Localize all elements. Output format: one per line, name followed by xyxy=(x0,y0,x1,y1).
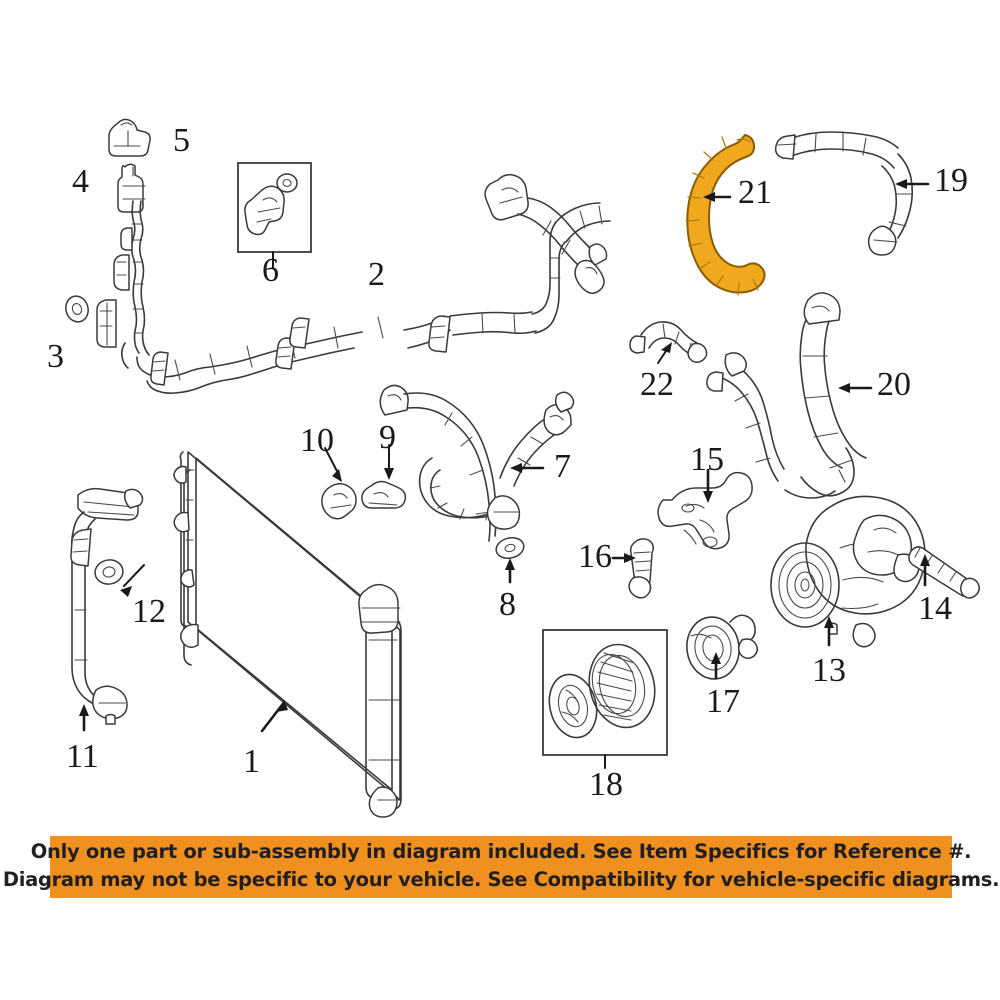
inset-box-6 xyxy=(237,162,312,269)
callout-label-3: 3 xyxy=(47,338,64,375)
inset-box-18 xyxy=(542,629,668,769)
part-16-bolt xyxy=(611,538,655,599)
part-10-clip xyxy=(321,447,357,520)
callout-label-9: 9 xyxy=(379,419,396,456)
part-5-valve xyxy=(108,118,151,157)
disclaimer-banner: Only one part or sub-assembly in diagram… xyxy=(3,836,999,898)
part-8-oring xyxy=(495,536,525,584)
part-19-coolant-hose xyxy=(774,131,930,256)
part-22-hose-elbow xyxy=(629,321,708,364)
callout-label-13: 13 xyxy=(812,652,846,689)
part-9-clip xyxy=(361,444,407,509)
callout-label-1: 1 xyxy=(243,743,260,780)
disclaimer-line-1: Only one part or sub-assembly in diagram… xyxy=(30,839,972,863)
part-14-bolt xyxy=(908,546,980,599)
callout-label-20: 20 xyxy=(877,366,911,403)
callout-label-21: 21 xyxy=(738,174,772,211)
part-2-hose-assembly xyxy=(96,173,611,394)
callout-label-11: 11 xyxy=(66,738,99,775)
part-13-ac-compressor xyxy=(770,495,926,648)
part-4-expansion-valve xyxy=(117,163,146,213)
callout-label-12: 12 xyxy=(132,593,166,630)
part-3-oring xyxy=(65,295,89,323)
callout-label-17: 17 xyxy=(706,683,740,720)
callout-label-2: 2 xyxy=(368,256,385,293)
part-15-compressor-bracket xyxy=(657,468,753,550)
callout-label-7: 7 xyxy=(554,448,571,485)
callout-label-4: 4 xyxy=(72,163,89,200)
part-12-oring xyxy=(94,559,124,585)
callout-label-8: 8 xyxy=(499,586,516,623)
callout-label-10: 10 xyxy=(300,422,334,459)
callout-label-16: 16 xyxy=(578,538,612,575)
part-21-highlighted-hose xyxy=(685,134,766,296)
callout-label-6: 6 xyxy=(262,252,279,289)
part-11-ac-line xyxy=(70,487,145,732)
callout-label-19: 19 xyxy=(934,162,968,199)
callout-label-15: 15 xyxy=(690,441,724,478)
disclaimer-line-2: Diagram may not be specific to your vehi… xyxy=(2,868,1000,891)
callout-label-14: 14 xyxy=(918,590,952,627)
callout-label-22: 22 xyxy=(640,366,674,403)
part-7-discharge-hose xyxy=(379,384,575,542)
callout-label-18: 18 xyxy=(589,766,623,803)
callout-label-5: 5 xyxy=(173,122,190,159)
part-17-clutch-coil xyxy=(686,614,758,680)
part-1-condenser xyxy=(173,451,402,818)
part-20-coolant-hose xyxy=(706,292,873,499)
